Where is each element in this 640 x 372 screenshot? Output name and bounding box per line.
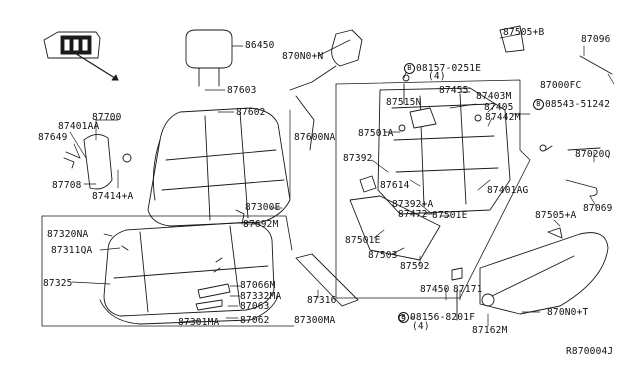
drawing-reference-code: R870004J [566,346,614,357]
label-87700: 87700 [92,112,122,123]
label-87392-A: 87392+A [392,199,434,210]
label-87505-B: 87505+B [503,27,545,38]
label-87069: 87069 [583,203,613,214]
seat-frame-drawing [349,87,511,261]
label-87162M: 87162M [472,325,508,336]
label-87062: 87062 [240,315,270,326]
label-87505-A: 87505+A [535,210,577,221]
label-08156-text: 08156-8201F [410,312,476,323]
label-87614: 87614 [380,180,410,191]
label-87020Q: 87020Q [575,149,611,160]
label-87301MA: 87301MA [178,317,220,328]
label-08543-text: 08543-51242 [545,99,611,110]
label-87692M: 87692M [243,219,279,230]
label-87501A: 87501A [358,128,394,139]
leader-lines [69,33,615,327]
label-08157-qty: (4) [428,71,446,82]
label-87000FC: 87000FC [540,80,582,91]
label-87603: 87603 [227,85,257,96]
label-870N0-N: 870N0+N [282,51,324,62]
label-87311QA: 87311QA [51,245,93,256]
label-87708: 87708 [52,180,82,191]
label-87472: 87472 [398,209,428,220]
label-87442M: 87442M [485,112,521,123]
label-87300E: 87300E [245,202,281,213]
label-87403M: 87403M [476,91,512,102]
label-87392: 87392 [343,153,373,164]
label-87515N: 87515N [386,97,422,108]
label-87325: 87325 [43,278,73,289]
label-87501E-right: 87501E [432,210,468,221]
label-87316: 87316 [307,295,337,306]
label-87096: 87096 [581,34,611,45]
label-870N0-T: 870N0+T [547,307,589,318]
label-08157-text: 08157-0251E [416,63,482,74]
label-87401AA: 87401AA [58,121,100,132]
headrest-drawing [185,29,233,87]
label-87300MA: 87300MA [294,315,336,326]
label-87320NA: 87320NA [47,229,89,240]
label-87171: 87171 [453,284,483,295]
label-86450: 86450 [245,40,275,51]
label-87600NA: 87600NA [294,132,336,143]
bolt-marker-icon: B [533,99,544,110]
label-87450: 87450 [420,284,450,295]
seat-cushion-drawing [99,221,279,325]
label-87063: 87063 [240,301,270,312]
bolt-marker-icon: B [404,63,415,74]
label-87332MA: 87332MA [240,291,282,302]
armrest-drawing [63,134,132,190]
group-frame-lines [41,79,531,327]
label-87649: 87649 [38,132,68,143]
label-87405: 87405 [484,102,514,113]
label-87501E-left: 87501E [345,235,381,246]
vehicle-locator-icon [43,31,119,81]
label-87503: 87503 [368,250,398,261]
label-87455: 87455 [439,85,469,96]
small-parts-drawing [121,25,613,322]
bolt-marker-icon: B [398,312,409,323]
seat-back-drawing [147,107,291,227]
label-08156-qty: (4) [412,321,430,332]
label-87401AG: 87401AG [487,185,529,196]
label-87592: 87592 [400,261,430,272]
label-87602: 87602 [236,107,266,118]
label-87066M: 87066M [240,280,276,291]
label-87414-A: 87414+A [92,191,134,202]
side-shield-drawing [479,232,609,315]
